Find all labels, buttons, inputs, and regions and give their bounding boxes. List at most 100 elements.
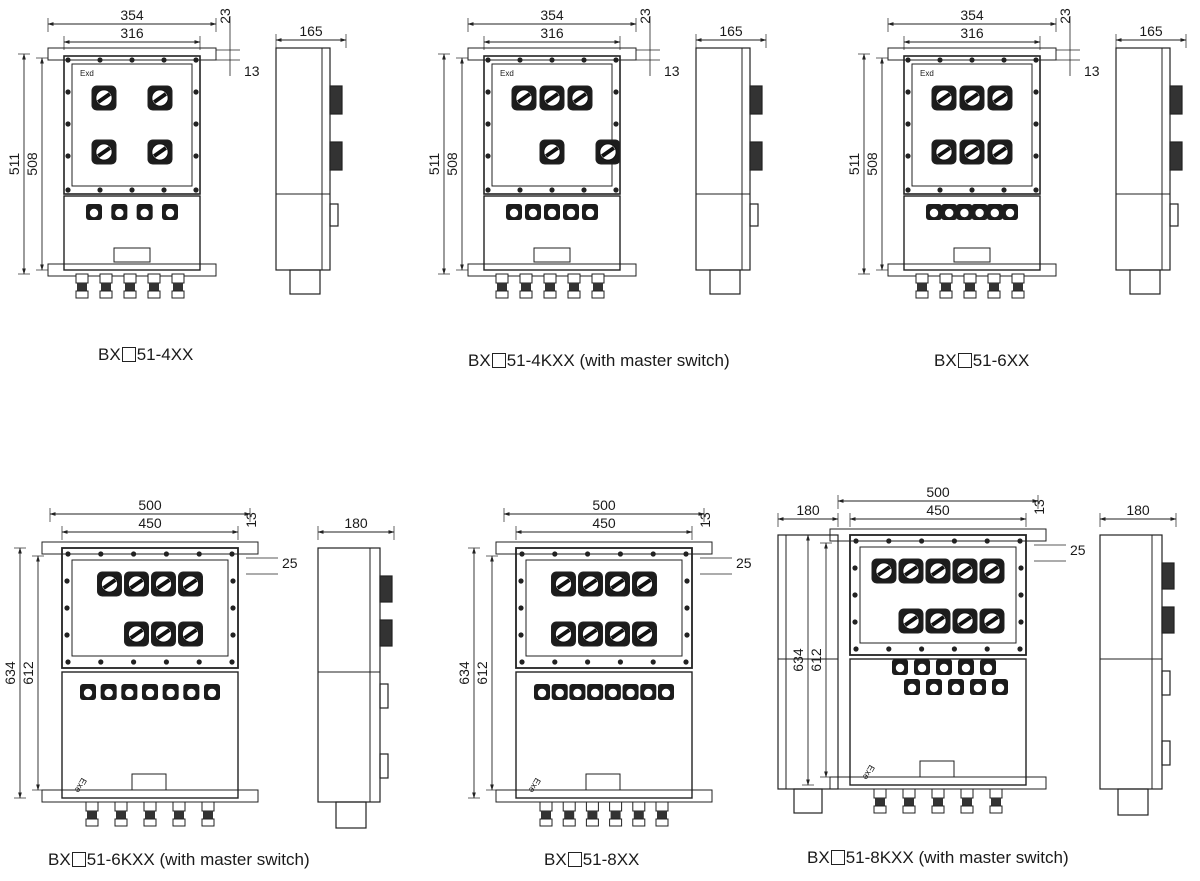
dimension-label: 13 — [243, 512, 259, 528]
gland-body — [917, 283, 927, 291]
bolt — [230, 605, 236, 611]
bolt — [905, 153, 911, 159]
terminal-socket — [551, 684, 568, 700]
bolt — [161, 57, 167, 63]
gland-body — [545, 283, 555, 291]
side-switch-knob — [1161, 606, 1175, 634]
bolt — [984, 646, 990, 652]
side-gland — [709, 269, 741, 295]
dimension-label: 13 — [697, 512, 713, 528]
bolt — [65, 89, 71, 95]
dimension-label: 165 — [719, 23, 743, 39]
cable-gland — [172, 801, 186, 827]
terminal-socket — [971, 204, 988, 220]
bolt — [969, 57, 975, 63]
side-hinge — [379, 683, 389, 709]
flameproof-enclosure — [63, 55, 201, 195]
dimension-label: 316 — [120, 25, 144, 41]
bolt — [518, 632, 524, 638]
rotary-switch — [925, 608, 951, 634]
terminal-socket — [534, 684, 550, 700]
mounting-bracket-bottom — [829, 776, 1047, 790]
socket-hole — [537, 688, 547, 698]
cable-gland — [143, 801, 157, 827]
bolt — [905, 121, 911, 127]
gland-cap — [143, 818, 157, 827]
dimension-label: 354 — [120, 7, 144, 23]
gland-cap — [902, 805, 916, 814]
socket-hole — [983, 663, 993, 673]
socket-hole — [975, 208, 984, 218]
dimension-label: 634 — [456, 661, 472, 685]
socket-hole — [145, 688, 155, 698]
cable-gland — [873, 788, 887, 814]
cable-gland — [915, 273, 929, 299]
gland-body — [657, 811, 667, 819]
horizontal-dimension: 354 — [887, 7, 1057, 32]
socket-hole — [566, 208, 576, 218]
socket-hole — [907, 683, 917, 693]
switch-handle — [545, 146, 559, 158]
gland-cap — [915, 290, 929, 299]
terminal-enclosure — [63, 195, 201, 271]
bolt — [65, 153, 71, 159]
switch-handle — [183, 628, 198, 640]
bolt — [229, 659, 235, 665]
switch-handle — [904, 615, 918, 627]
caption-6-suffix: 51-8KXX (with master switch) — [845, 848, 1069, 867]
rotary-switch — [605, 571, 630, 597]
gland-body — [989, 283, 999, 291]
bolt — [485, 153, 491, 159]
side-hinge — [1169, 203, 1179, 227]
caption-6-prefix: BX — [807, 848, 830, 867]
dimension-label: 508 — [444, 152, 460, 176]
horizontal-dimension: 316 — [903, 25, 1041, 50]
gland-body — [173, 283, 183, 291]
bolt — [905, 89, 911, 95]
bolt — [65, 659, 71, 665]
gland-cap — [591, 290, 605, 299]
gland-nut — [989, 788, 1003, 799]
side-switch-knob — [329, 141, 343, 171]
side-switch-knob — [749, 141, 763, 171]
vertical-dimension: 612 — [20, 555, 44, 791]
terminal-socket — [525, 204, 541, 220]
switch-handle — [958, 565, 972, 577]
cable-gland — [609, 801, 623, 827]
horizontal-dimension: 450 — [849, 502, 1027, 527]
terminal-enclosure — [61, 671, 239, 799]
switch-handle — [156, 628, 171, 640]
enclosure-cover — [491, 63, 613, 187]
bolt — [196, 659, 202, 665]
gland-nut — [939, 273, 953, 284]
gland-cap — [114, 818, 128, 827]
gland-cap — [963, 290, 977, 299]
side-hinge — [329, 203, 339, 227]
gland-nut — [1011, 273, 1025, 284]
switch-handle — [556, 578, 571, 590]
horizontal-dimension: 500 — [837, 484, 1039, 509]
socket-hole — [509, 208, 519, 218]
bolt — [65, 121, 71, 127]
switch-handle — [985, 615, 999, 627]
bolt — [617, 551, 624, 557]
bolt — [852, 619, 858, 625]
dimension-label: 450 — [138, 515, 162, 531]
gland-cap — [171, 290, 185, 299]
switch-handle — [937, 92, 951, 104]
switch-handle — [573, 92, 587, 104]
nameplate — [533, 247, 571, 263]
terminal-socket — [640, 684, 657, 700]
switch-handle — [637, 578, 652, 590]
bolt — [581, 187, 587, 193]
gland-body — [125, 283, 135, 291]
rotary-switch — [578, 621, 603, 647]
rotary-switch — [925, 558, 951, 584]
bolt — [193, 121, 199, 127]
bolt — [683, 659, 689, 665]
enclosure-cover — [71, 63, 193, 187]
bolt — [852, 565, 858, 571]
bolt — [129, 187, 135, 193]
